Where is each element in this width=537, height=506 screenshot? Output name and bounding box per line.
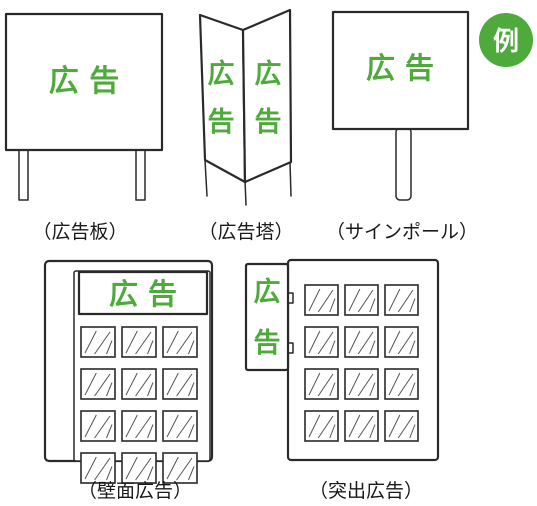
window-reflection: [166, 414, 195, 439]
sign-pole: 広 告: [331, 10, 470, 201]
projecting-windows: [304, 284, 419, 442]
window-pane: [80, 410, 116, 442]
window-reflection: [388, 288, 416, 313]
window-pane: [80, 452, 116, 484]
window-pane: [162, 368, 198, 400]
billboard-caption: （広告板）: [32, 221, 127, 243]
window-reflection: [84, 372, 113, 397]
wall-windows: [80, 326, 198, 484]
projecting-sign: 広 告: [244, 258, 440, 462]
tower-left-text-top: 広: [208, 58, 235, 90]
window-pane: [162, 452, 198, 484]
window-pane: [162, 326, 198, 358]
window-pane: [304, 284, 339, 316]
wall-advertisement: 広 告: [43, 259, 214, 484]
window-pane: [344, 410, 379, 442]
window-reflection: [125, 414, 154, 439]
window-pane: [304, 368, 339, 400]
window-reflection: [166, 372, 195, 397]
window-pane: [80, 368, 116, 400]
window-reflection: [388, 414, 416, 439]
tower-right-text-top: 広: [255, 58, 282, 90]
window-reflection: [125, 330, 154, 355]
sign-pole-ad-text: 広 告: [366, 51, 434, 85]
window-pane: [384, 326, 419, 358]
tower-caption: （広告塔）: [198, 221, 293, 243]
tower-left-text-bottom: 告: [208, 107, 235, 138]
window-pane: [80, 326, 116, 358]
window-pane: [304, 410, 339, 442]
window-pane: [121, 410, 157, 442]
window-pane: [304, 326, 339, 358]
window-reflection: [308, 372, 336, 397]
window-pane: [121, 368, 157, 400]
window-pane: [344, 284, 379, 316]
wall-caption: （壁面広告）: [78, 480, 192, 502]
window-reflection: [348, 372, 376, 397]
window-pane: [162, 410, 198, 442]
advertising-tower: 広 告 広 告: [198, 8, 293, 206]
window-pane: [121, 326, 157, 358]
window-reflection: [84, 330, 113, 355]
window-reflection: [308, 288, 336, 313]
wall-ad-text: 広 告: [109, 277, 177, 311]
projecting-caption: （突出広告）: [309, 480, 423, 502]
window-reflection: [84, 414, 113, 439]
window-pane: [384, 284, 419, 316]
window-reflection: [166, 330, 195, 355]
example-badge-label: 例: [493, 27, 519, 57]
window-reflection: [308, 330, 336, 355]
window-reflection: [388, 372, 416, 397]
window-reflection: [348, 330, 376, 355]
window-reflection: [308, 414, 336, 439]
billboard-ad-text: 広 告: [49, 64, 119, 99]
projecting-text-top: 広: [254, 276, 281, 308]
window-reflection: [125, 372, 154, 397]
projecting-text-bottom: 告: [254, 328, 281, 359]
window-reflection: [388, 330, 416, 355]
billboard-sign: 広 告: [4, 12, 164, 201]
window-reflection: [348, 414, 376, 439]
window-pane: [384, 368, 419, 400]
window-reflection: [84, 456, 113, 481]
sign-pole-caption: （サインポール）: [326, 221, 478, 243]
window-reflection: [166, 456, 195, 481]
window-reflection: [348, 288, 376, 313]
window-pane: [344, 326, 379, 358]
window-pane: [384, 410, 419, 442]
window-pane: [344, 368, 379, 400]
tower-right-text-bottom: 告: [255, 107, 282, 138]
window-reflection: [125, 456, 154, 481]
window-pane: [121, 452, 157, 484]
example-badge: 例: [479, 13, 533, 67]
